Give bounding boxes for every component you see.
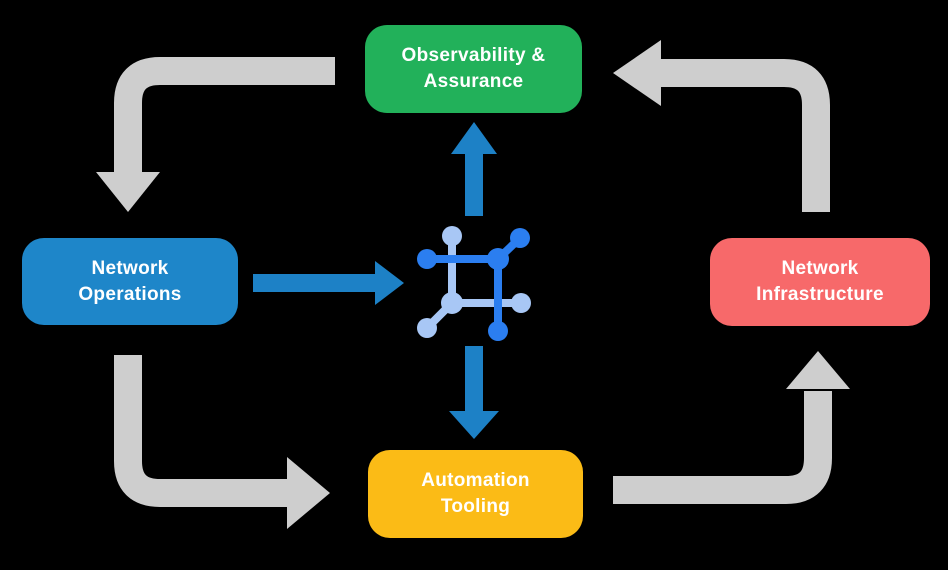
- arrow-operations-to-center: [253, 261, 404, 305]
- network-mesh-icon-dark-layer: [417, 228, 530, 341]
- node-label-line: Infrastructure: [756, 284, 884, 305]
- node-observability-assurance: Observability & Assurance: [365, 25, 582, 113]
- node-label-line: Assurance: [423, 71, 524, 92]
- node-label-line: Automation: [421, 470, 530, 491]
- node-label-line: Operations: [78, 283, 182, 305]
- node-label-line: Tooling: [440, 496, 511, 517]
- arrow-tooling-to-infrastructure: [613, 351, 850, 504]
- arrow-center-to-observability: [451, 122, 497, 216]
- arrow-center-to-tooling: [449, 346, 499, 439]
- arrow-observability-to-operations: [96, 57, 335, 212]
- arrow-infrastructure-to-observability: [613, 40, 830, 212]
- node-label-line: Network: [91, 257, 169, 279]
- node-automation-tooling: Automation Tooling: [368, 450, 583, 538]
- network-mesh-icon: [417, 226, 531, 341]
- node-label-line: Observability &: [401, 45, 546, 66]
- arrow-operations-to-tooling: [114, 355, 330, 529]
- node-network-operations: Network Operations: [22, 238, 238, 325]
- node-network-infrastructure: Network Infrastructure: [710, 238, 930, 326]
- node-label-line: Network: [781, 258, 859, 279]
